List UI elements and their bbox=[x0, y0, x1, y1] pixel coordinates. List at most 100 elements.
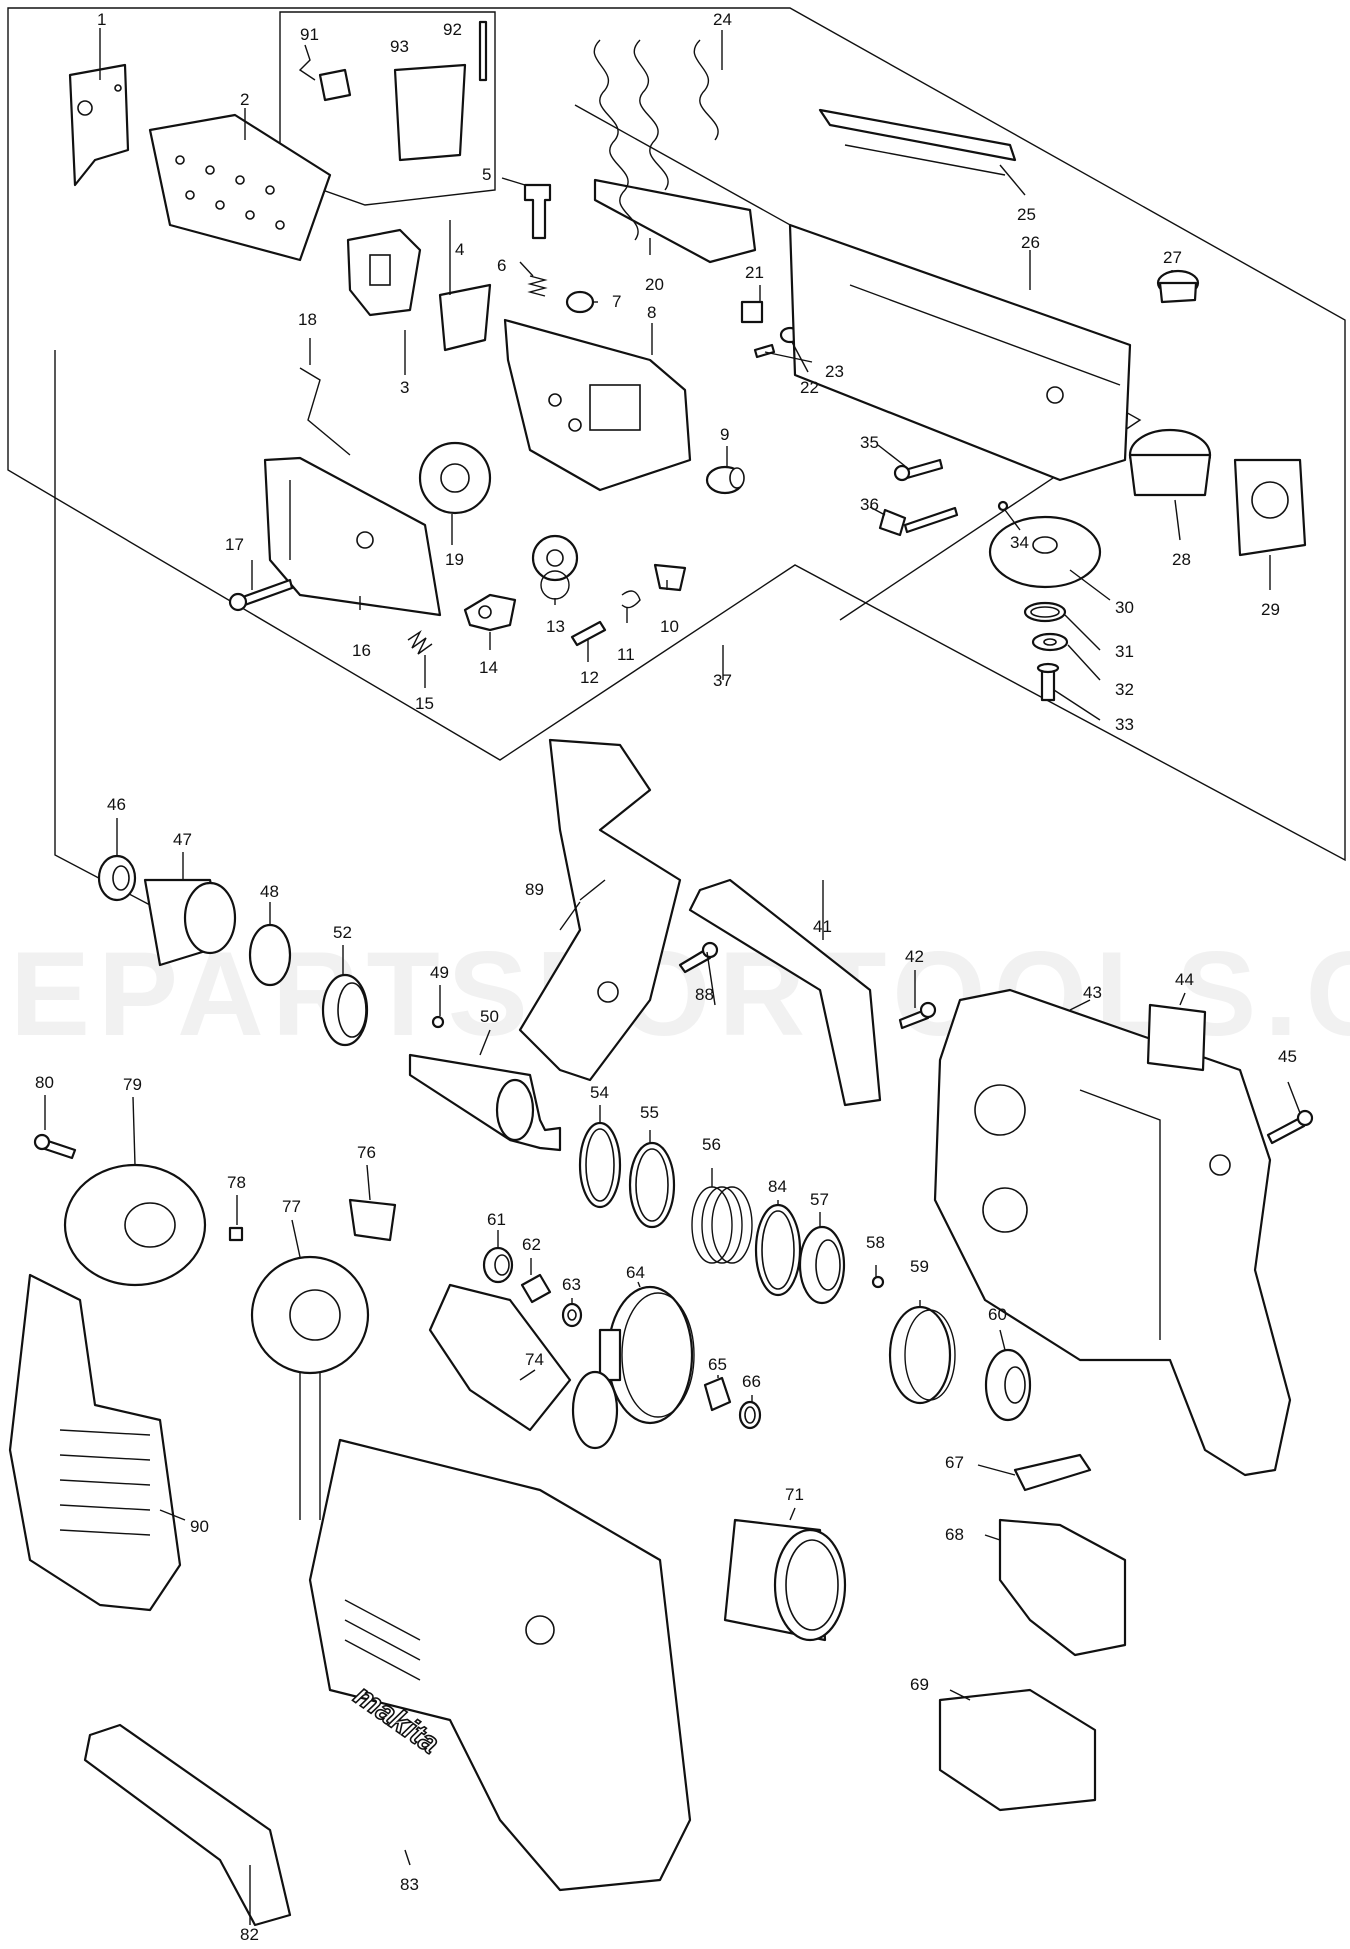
part-65-sleeve bbox=[703, 1376, 732, 1412]
callout-82: 82 bbox=[240, 1925, 259, 1944]
callout-59: 59 bbox=[910, 1257, 929, 1276]
callout-26: 26 bbox=[1021, 233, 1040, 252]
part-11-clip bbox=[621, 590, 641, 609]
callout-21: 21 bbox=[745, 263, 764, 282]
callout-65: 65 bbox=[708, 1355, 727, 1374]
callout-54: 54 bbox=[590, 1083, 609, 1102]
callout-42: 42 bbox=[905, 947, 924, 966]
part-59-gear bbox=[888, 1305, 956, 1405]
part-35-screw bbox=[893, 458, 944, 482]
callout-60: 60 bbox=[988, 1305, 1007, 1324]
part-58-ball bbox=[871, 1275, 885, 1289]
callout-12: 12 bbox=[580, 668, 599, 687]
callout-78: 78 bbox=[227, 1173, 246, 1192]
callout-18: 18 bbox=[298, 310, 317, 329]
part-33-screw bbox=[1036, 662, 1060, 702]
callout-27: 27 bbox=[1163, 248, 1182, 267]
part-41-brace bbox=[688, 878, 882, 1107]
part-68-switch bbox=[998, 1518, 1127, 1657]
callout-11: 11 bbox=[617, 645, 635, 664]
callout-77: 77 bbox=[282, 1197, 301, 1216]
part-19-sprocket bbox=[418, 441, 492, 515]
callout-24: 24 bbox=[713, 10, 732, 29]
callout-76: 76 bbox=[357, 1143, 376, 1162]
part-32-washer bbox=[1031, 632, 1069, 652]
part-12-pin bbox=[570, 620, 607, 647]
callout-93: 93 bbox=[390, 37, 409, 56]
callout-17: 17 bbox=[225, 535, 244, 554]
part-89-gear-housing-cover bbox=[518, 738, 682, 1082]
callout-36: 36 bbox=[860, 495, 879, 514]
callout-55: 55 bbox=[640, 1103, 659, 1122]
part-46-bearing bbox=[97, 854, 137, 902]
part-54-o-ring bbox=[578, 1121, 622, 1209]
callout-41: 41 bbox=[813, 917, 832, 936]
callout-74: 74 bbox=[525, 1350, 544, 1369]
part-50-spindle bbox=[408, 1053, 562, 1152]
part-4-plate bbox=[438, 283, 492, 352]
callout-7: 7 bbox=[612, 292, 621, 311]
callout-92: 92 bbox=[443, 20, 462, 39]
part-10-latch bbox=[653, 563, 687, 592]
sub-assembly-boundary bbox=[574, 104, 1142, 621]
part-90-grip bbox=[8, 1273, 182, 1612]
callout-31: 31 bbox=[1115, 642, 1134, 661]
callout-69: 69 bbox=[910, 1675, 929, 1694]
part-25-cover bbox=[818, 108, 1017, 176]
part-67-switch-lever bbox=[1013, 1453, 1092, 1492]
callout-35: 35 bbox=[860, 433, 879, 452]
callout-22: 22 bbox=[800, 378, 819, 397]
part-5-pin bbox=[523, 183, 552, 240]
part-8-housing bbox=[503, 318, 692, 492]
part-28-adapter bbox=[1128, 428, 1212, 497]
part-15-spring bbox=[407, 629, 433, 655]
part-47-sleeve bbox=[143, 878, 237, 967]
part-61-bearing bbox=[482, 1246, 514, 1284]
callout-45: 45 bbox=[1278, 1047, 1297, 1066]
part-24-coil-spring bbox=[593, 39, 719, 241]
callout-46: 46 bbox=[107, 795, 126, 814]
part-42-screw bbox=[898, 1001, 937, 1030]
callout-89: 89 bbox=[525, 880, 544, 899]
callout-20: 20 bbox=[645, 275, 664, 294]
part-83-motor-housing: makita bbox=[308, 1438, 692, 1892]
part-34-ball bbox=[997, 500, 1009, 512]
callout-43: 43 bbox=[1083, 983, 1102, 1002]
inset-parts bbox=[298, 20, 488, 162]
callout-52: 52 bbox=[333, 923, 352, 942]
callout-6: 6 bbox=[497, 256, 506, 275]
callout-labels: 1 2 3 4 5 6 7 8 9 10 11 12 13 14 15 16 1… bbox=[35, 10, 1297, 1944]
part-7-cap bbox=[565, 290, 595, 314]
callout-57: 57 bbox=[810, 1190, 829, 1209]
callout-19: 19 bbox=[445, 550, 464, 569]
callout-50: 50 bbox=[480, 1007, 499, 1026]
part-80-screw bbox=[33, 1133, 77, 1160]
part-29-holder bbox=[1233, 458, 1307, 557]
callout-48: 48 bbox=[260, 882, 279, 901]
callout-83: 83 bbox=[400, 1875, 419, 1894]
part-57-bearing bbox=[798, 1225, 846, 1305]
callout-47: 47 bbox=[173, 830, 192, 849]
part-14-lever bbox=[463, 593, 517, 632]
part-1-bracket bbox=[68, 63, 130, 187]
callout-33: 33 bbox=[1115, 715, 1134, 734]
part-26-magazine bbox=[788, 223, 1132, 482]
part-71-magnet bbox=[723, 1518, 847, 1642]
part-74-armature bbox=[428, 1283, 619, 1450]
callout-66: 66 bbox=[742, 1372, 761, 1391]
part-66-ring bbox=[738, 1400, 762, 1430]
callout-3: 3 bbox=[400, 378, 409, 397]
callout-84: 84 bbox=[768, 1177, 787, 1196]
part-30-dial bbox=[988, 515, 1102, 589]
callout-61: 61 bbox=[487, 1210, 506, 1229]
part-2-plate bbox=[148, 113, 332, 262]
part-21-block bbox=[740, 300, 764, 324]
part-3-carrier bbox=[346, 228, 422, 317]
part-31-o-ring bbox=[1023, 601, 1067, 623]
part-44-label bbox=[1146, 1003, 1207, 1072]
part-64-gear bbox=[598, 1285, 695, 1425]
part-22-screw bbox=[753, 343, 776, 359]
part-45-screw bbox=[1266, 1109, 1314, 1145]
callout-30: 30 bbox=[1115, 598, 1134, 617]
